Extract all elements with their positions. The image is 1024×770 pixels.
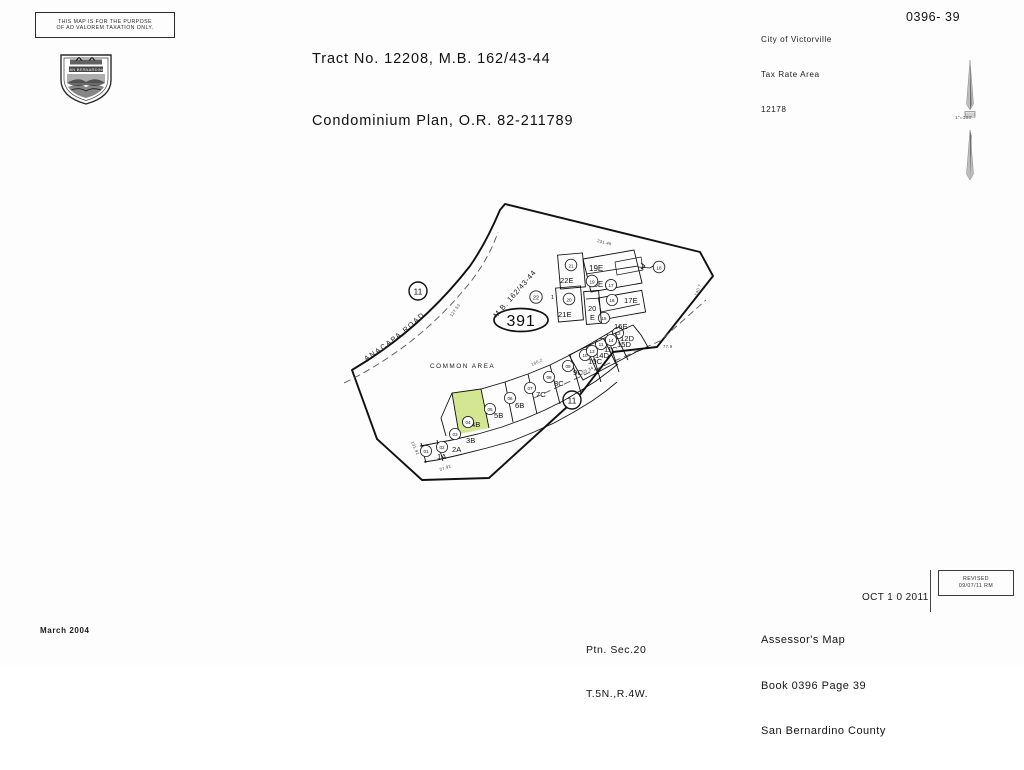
unit-label-8C: 8C xyxy=(554,379,564,388)
svg-text:SAN BERNARDINO: SAN BERNARDINO xyxy=(67,67,106,72)
unit-label-6B: 6B xyxy=(515,401,524,410)
unit-circles-left-column: 21 20 xyxy=(562,258,578,306)
unit-circles-upper-right: 17 18 xyxy=(604,260,666,292)
map-title-line-1: Tract No. 12208, M.B. 162/43-44 xyxy=(312,51,551,68)
unit-circle-18: 18 xyxy=(656,265,662,270)
revised-box: REVISED 09/07/11 RM xyxy=(938,570,1014,596)
unit-circle-22-marker xyxy=(529,290,543,304)
section-township-block: Ptn. Sec.20 T.5N.,R.4W. xyxy=(586,614,648,732)
unit-circle-08: 08 xyxy=(546,375,552,380)
unit-label-12D: 12D xyxy=(620,334,634,343)
unit-circle-19-marker xyxy=(585,274,599,288)
street-name-anacapa-road: ANACAPA ROAD xyxy=(362,310,427,363)
unit-circle-01: 01 xyxy=(423,449,429,454)
unit-label-20E-num: 20 xyxy=(588,304,596,313)
unit-circle-21: 21 xyxy=(568,263,574,268)
unit-circle-03: 03 xyxy=(452,432,458,437)
unit-circle-06: 06 xyxy=(507,396,513,401)
unit-circle-19: 19 xyxy=(589,279,595,284)
anacapa-road-centerline xyxy=(343,231,499,384)
unit-label-9C: 9C xyxy=(573,368,583,377)
assessor-line-1: Assessor's Map xyxy=(761,634,846,647)
disclaimer-line-1: THIS MAP IS FOR THE PURPOSE xyxy=(58,18,152,25)
assessor-map-block: Assessor's Map Book 0396 Page 39 San Ber… xyxy=(761,603,886,770)
unit-circle-02: 02 xyxy=(439,445,445,450)
unit-circle-05: 05 xyxy=(487,407,493,412)
dimension-mid: 55.34 xyxy=(581,365,594,375)
unit-label-19E: 19E xyxy=(589,264,603,273)
unit-label-7C: 7C xyxy=(536,390,546,399)
north-arrow-icon xyxy=(964,59,976,181)
county-seal-icon: SAN BERNARDINO xyxy=(60,54,112,105)
unit-circle-04: 04 xyxy=(465,420,471,425)
unit-cluster-20e xyxy=(583,289,602,326)
section-line-1: Ptn. Sec.20 xyxy=(586,644,647,657)
unit-circle-12: 12 xyxy=(615,331,621,336)
book-page-number: 0396- 39 xyxy=(906,10,961,24)
unit-label-17E: 17E xyxy=(624,296,638,305)
dimension-lower-left: 131.91 xyxy=(410,440,421,456)
parcel-number-ellipse xyxy=(493,307,549,333)
tax-rate-area-label: Tax Rate Area xyxy=(761,70,820,80)
assessor-line-2: Book 0396 Page 39 xyxy=(761,679,867,692)
unit-label-16E: 16E xyxy=(614,322,628,331)
unit-label-4B: 4B xyxy=(471,420,480,429)
dimension-east: 140.7 xyxy=(693,283,702,296)
map-revision-date: March 2004 xyxy=(40,626,90,635)
date-received-stamp: OCT 1 0 2011 xyxy=(862,592,929,603)
common-area-label: COMMON AREA xyxy=(430,363,495,370)
tax-disclaimer-box: THIS MAP IS FOR THE PURPOSE OF AD VALORE… xyxy=(35,12,175,38)
disclaimer-line-2: OF AD VALOREM TAXATION ONLY. xyxy=(56,25,154,31)
assessor-map-page: THIS MAP IS FOR THE PURPOSE OF AD VALORE… xyxy=(35,8,1014,738)
sheet-ref-circle-left xyxy=(408,281,428,301)
unit-cluster-left-column xyxy=(555,252,586,323)
unit-label-20E-letter: E xyxy=(590,313,595,322)
dimension-top: 231.49 xyxy=(597,238,613,246)
unit-label-22E: 22E xyxy=(560,276,574,285)
unit-label-14D: 14D xyxy=(595,351,609,360)
unit-label-15D: 15D xyxy=(617,340,631,349)
sheet-ref-left-text: 11 xyxy=(414,287,423,297)
unit-circle-07: 07 xyxy=(527,386,533,391)
unit-circle-09: 09 xyxy=(565,364,571,369)
tax-rate-area-value: 12178 xyxy=(761,105,787,115)
city-label: City of Victorville xyxy=(761,35,832,45)
unit-circle-14: 14 xyxy=(608,338,614,343)
unit-circle-10: 10 xyxy=(582,353,588,358)
unit-circle-16: 16 xyxy=(609,298,615,303)
unit-label-10C: 10C xyxy=(588,357,602,366)
easement-line-east xyxy=(533,299,707,399)
common-area-small-note: 1 xyxy=(551,295,554,301)
unit-label-3B: 3B xyxy=(466,436,475,445)
stamp-divider xyxy=(930,570,931,612)
parcel-map-drawing: ANACAPA ROAD M.B. 162/43-44 COMMON AREA … xyxy=(343,203,714,481)
sheet-ref-right-text: 11 xyxy=(568,396,577,406)
jurisdiction-block: City of Victorville Tax Rate Area 12178 xyxy=(761,11,832,139)
unit-circle-20: 20 xyxy=(566,297,572,302)
unit-label-5B: 5B xyxy=(494,411,503,420)
highlight-unit-4b xyxy=(452,389,489,434)
unit-label-21E: 21E xyxy=(558,310,572,319)
unit-circle-22-text: 22 xyxy=(533,296,539,302)
revised-value: 09/07/11 RM xyxy=(958,583,994,589)
scale-label: 1"=100' xyxy=(955,115,973,120)
unit-label-1A: 1A xyxy=(437,452,447,461)
parcel-boundary xyxy=(351,203,714,481)
revised-label: REVISED xyxy=(963,575,989,582)
assessor-line-3: San Bernardino County xyxy=(761,725,886,738)
unit-label-11C: 11C xyxy=(604,345,618,354)
sheet-ref-circle-right xyxy=(562,390,582,410)
map-title: Tract No. 12208, M.B. 162/43-44 Condomin… xyxy=(312,8,573,173)
dimension-inner: 160.2 xyxy=(530,357,543,367)
dimension-right: 77.9 xyxy=(663,344,673,349)
dimension-bottom: 37.92 xyxy=(439,463,452,472)
unit-circle-17: 17 xyxy=(608,283,614,288)
section-line-2: T.5N.,R.4W. xyxy=(586,688,649,701)
unit-circle-11: 11 xyxy=(599,342,604,347)
unit-circle-13: 13 xyxy=(589,349,595,354)
unit-circle-15: 15 xyxy=(601,316,607,321)
unit-label-2A: 2A xyxy=(452,445,462,454)
parcel-number-391: 391 xyxy=(506,313,535,330)
map-title-line-2: Condominium Plan, O.R. 82-211789 xyxy=(312,112,574,129)
